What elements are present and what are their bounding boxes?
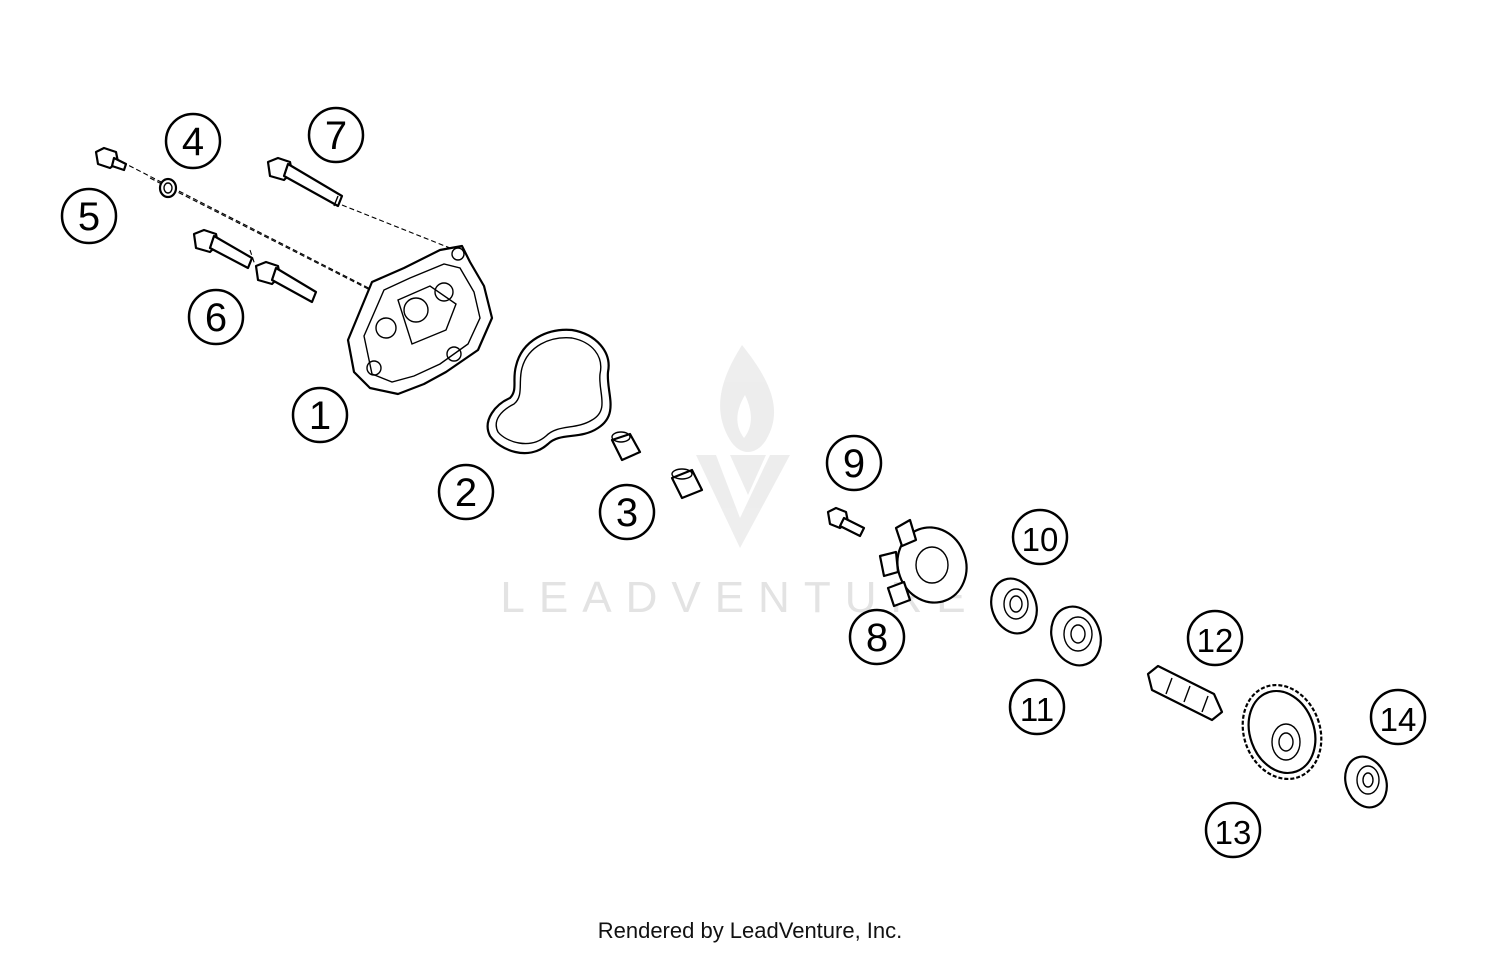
part-13-gear — [1241, 683, 1323, 781]
part-7-bolt — [266, 156, 344, 208]
part-11-bearing — [1050, 605, 1102, 667]
callout-9: 9 — [825, 434, 883, 492]
callout-number: 7 — [325, 114, 347, 158]
callout-number: 6 — [205, 296, 227, 340]
callout-number: 4 — [182, 120, 204, 164]
callout-14: 14 — [1369, 688, 1427, 746]
flame-logo-icon — [696, 345, 790, 548]
callout-number: 10 — [1022, 521, 1059, 558]
callout-circle — [164, 112, 222, 170]
callout-number: 11 — [1020, 691, 1054, 728]
footer-credit: Rendered by LeadVenture, Inc. — [597, 918, 903, 943]
callout-6: 6 — [187, 288, 245, 346]
callout-circle — [1369, 688, 1427, 746]
part-5-bolt — [94, 146, 128, 172]
callout-circle — [307, 106, 365, 164]
callout-circle — [1204, 801, 1262, 859]
part-2-gasket — [486, 328, 612, 455]
callout-11: 11 — [1008, 678, 1066, 736]
callout-circle — [825, 434, 883, 492]
callout-number: 12 — [1197, 622, 1234, 659]
callout-number: 1 — [309, 394, 331, 438]
part-10-bearing — [990, 577, 1038, 635]
callout-circle — [187, 288, 245, 346]
callout-number: 13 — [1215, 814, 1252, 851]
callout-circle — [60, 187, 118, 245]
callout-circle — [848, 608, 906, 666]
callout-5: 5 — [60, 187, 118, 245]
callout-number: 3 — [616, 491, 638, 535]
callout-number: 9 — [843, 442, 865, 486]
callout-number: 14 — [1380, 701, 1417, 738]
part-3-sleeves — [610, 431, 704, 500]
callout-circle — [1011, 508, 1069, 566]
part-8-impeller — [878, 518, 968, 608]
part-9-screw — [826, 506, 866, 538]
callout-7: 7 — [307, 106, 365, 164]
part-4-washer — [158, 177, 178, 199]
callout-circle — [437, 463, 495, 521]
callout-circle — [291, 386, 349, 444]
callout-2: 2 — [437, 463, 495, 521]
callout-number: 8 — [866, 616, 888, 660]
callout-number: 5 — [78, 195, 100, 239]
part-14-bearing — [1344, 755, 1388, 809]
part-6-bolts — [192, 228, 318, 304]
callout-13: 13 — [1204, 801, 1262, 859]
part-1-pump-cover — [346, 244, 494, 396]
callout-4: 4 — [164, 112, 222, 170]
callout-circle — [1186, 609, 1244, 667]
callout-10: 10 — [1011, 508, 1069, 566]
callout-number: 2 — [455, 471, 477, 515]
part-12-shaft — [1146, 664, 1224, 722]
callout-circle — [1008, 678, 1066, 736]
callout-12: 12 — [1186, 609, 1244, 667]
callout-3: 3 — [598, 483, 656, 541]
callout-8: 8 — [848, 608, 906, 666]
callout-1: 1 — [291, 386, 349, 444]
callout-circle — [598, 483, 656, 541]
